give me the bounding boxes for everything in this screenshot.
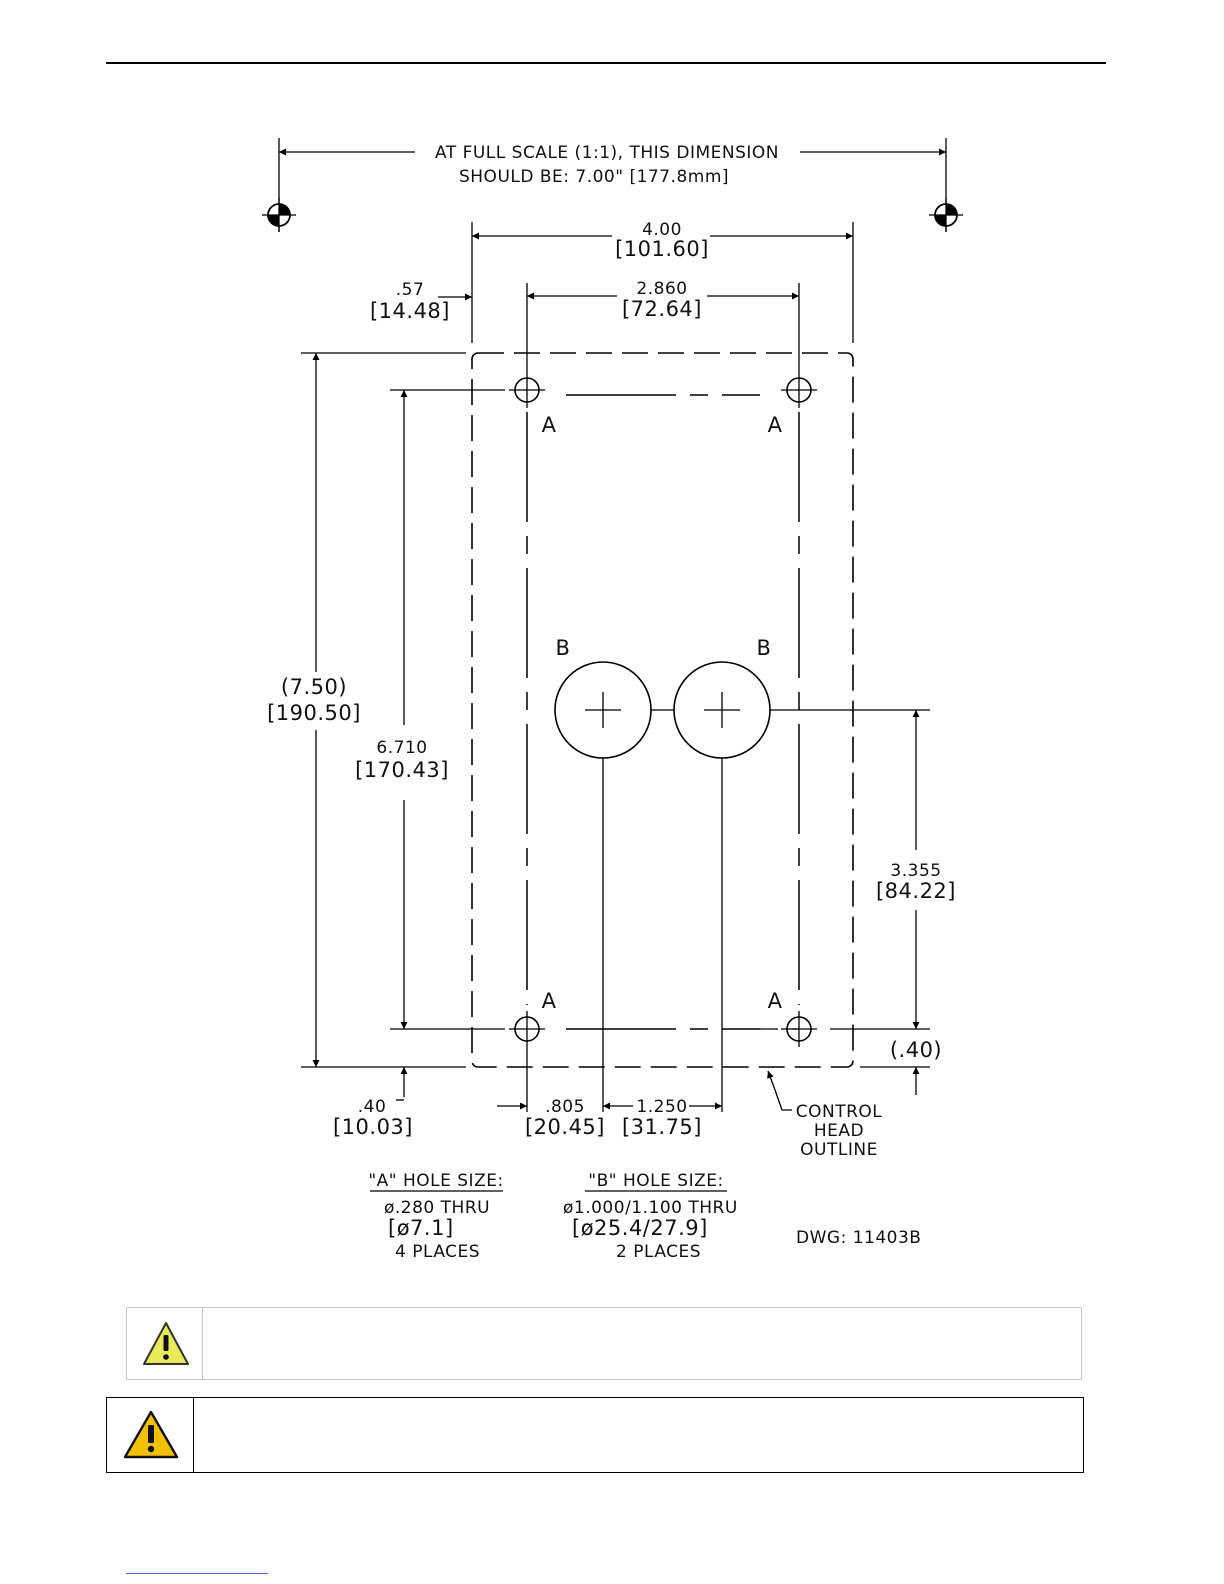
b-hole-spacing-dimension: 1.250 [31.75] [622, 1097, 722, 1139]
footer-link-underline[interactable] [126, 1573, 268, 1574]
hole-vertical-value: 6.710 [376, 738, 427, 758]
scale-note-line1: AT FULL SCALE (1:1), THIS DIMENSION [435, 143, 779, 163]
b-hole-spacing-value-mm: [31.75] [622, 1115, 702, 1139]
hole-a-label: A [542, 413, 557, 437]
drawing-number: DWG: 11403B [796, 1228, 921, 1248]
hole-a-top-left: A [509, 372, 557, 437]
b-hole-height-value-mm: [84.22] [876, 879, 956, 903]
hole-a-bottom-left: A [509, 989, 557, 1047]
b-hole-height-dimension: 3.355 [84.22] [830, 710, 956, 1030]
hole-vertical-dimension: 6.710 [170.43] [355, 389, 505, 1030]
hole-vertical-value-mm: [170.43] [355, 758, 449, 782]
overall-height-value: (7.50) [281, 675, 347, 699]
left-offset-dimension: .57 [14.48] [370, 280, 472, 323]
b-hole-offset-value-mm: [20.45] [525, 1115, 605, 1139]
outline-label-line3: OUTLINE [800, 1140, 878, 1160]
hole-a-label: A [542, 989, 557, 1013]
b-hole-line2: [ø25.4/27.9] [572, 1216, 708, 1240]
hole-a-bottom-right: A [768, 989, 817, 1047]
scale-note-line2: SHOULD BE: 7.00" [177.8mm] [459, 167, 729, 187]
a-hole-line1: ø.280 THRU [384, 1198, 490, 1218]
hole-a-top-right: A [768, 372, 817, 437]
width-value: 4.00 [642, 220, 682, 240]
center-lines [526, 394, 800, 1030]
bottom-left-dimension: .40 [10.03] [333, 1067, 413, 1139]
b-hole-size-note: "B" HOLE SIZE: ø1.000/1.100 THRU [ø25.4/… [563, 1171, 738, 1262]
caution-box-2 [106, 1397, 1084, 1473]
bottom-left-value-mm: [10.03] [333, 1115, 413, 1139]
b-hole-height-value: 3.355 [890, 861, 941, 881]
b-hole-title: "B" HOLE SIZE: [588, 1171, 723, 1191]
overall-height-dimension: (7.50) [190.50] [267, 352, 466, 1068]
control-head-leader: CONTROL HEAD OUTLINE [767, 1070, 883, 1160]
overall-height-value-mm: [190.50] [267, 701, 361, 725]
hole-b-right: B [673, 636, 772, 1112]
caution-box-1 [126, 1307, 1082, 1380]
cutout-template-drawing: AT FULL SCALE (1:1), THIS DIMENSION SHOU… [262, 138, 963, 1262]
width-dimension: 4.00 [101.60] [471, 220, 854, 343]
bottom-right-dimension: (.40) [860, 1038, 942, 1095]
hole-a-label: A [768, 413, 783, 437]
hole-spacing-value: 2.860 [636, 279, 687, 299]
header-rule [106, 62, 1106, 64]
a-hole-line3: 4 PLACES [395, 1242, 480, 1262]
b-hole-line1: ø1.000/1.100 THRU [563, 1198, 738, 1218]
outline-label-line2: HEAD [814, 1121, 864, 1141]
left-offset-value-mm: [14.48] [370, 299, 450, 323]
registration-target-icon [262, 198, 296, 232]
b-hole-line3: 2 PLACES [616, 1242, 701, 1262]
caution-icon-cell [127, 1308, 203, 1379]
left-offset-value: .57 [396, 280, 425, 300]
warning-triangle-icon [143, 1322, 189, 1365]
hole-spacing-dimension: 2.860 [72.64] [526, 279, 800, 372]
a-hole-title: "A" HOLE SIZE: [368, 1171, 503, 1191]
a-hole-line2: [ø7.1] [388, 1216, 454, 1240]
caution-icon-cell [107, 1398, 194, 1472]
registration-target-icon [929, 198, 963, 232]
outline-label-line1: CONTROL [796, 1102, 883, 1122]
width-value-mm: [101.60] [615, 237, 709, 261]
hole-b-left: B [554, 636, 652, 1112]
bottom-right-value: (.40) [890, 1038, 942, 1062]
hole-spacing-value-mm: [72.64] [622, 297, 702, 321]
warning-triangle-icon [123, 1410, 179, 1459]
b-hole-offset-value: .805 [545, 1097, 585, 1117]
scale-check-dimension: AT FULL SCALE (1:1), THIS DIMENSION SHOU… [278, 138, 947, 232]
hole-a-label: A [768, 989, 783, 1013]
hole-b-label: B [757, 636, 772, 660]
hole-b-label: B [556, 636, 571, 660]
a-hole-size-note: "A" HOLE SIZE: ø.280 THRU [ø7.1] 4 PLACE… [368, 1171, 503, 1262]
b-hole-spacing-value: 1.250 [636, 1097, 687, 1117]
bottom-left-value: .40 [358, 1097, 387, 1117]
b-hole-offset-dimension: .805 [20.45] [497, 1047, 633, 1139]
